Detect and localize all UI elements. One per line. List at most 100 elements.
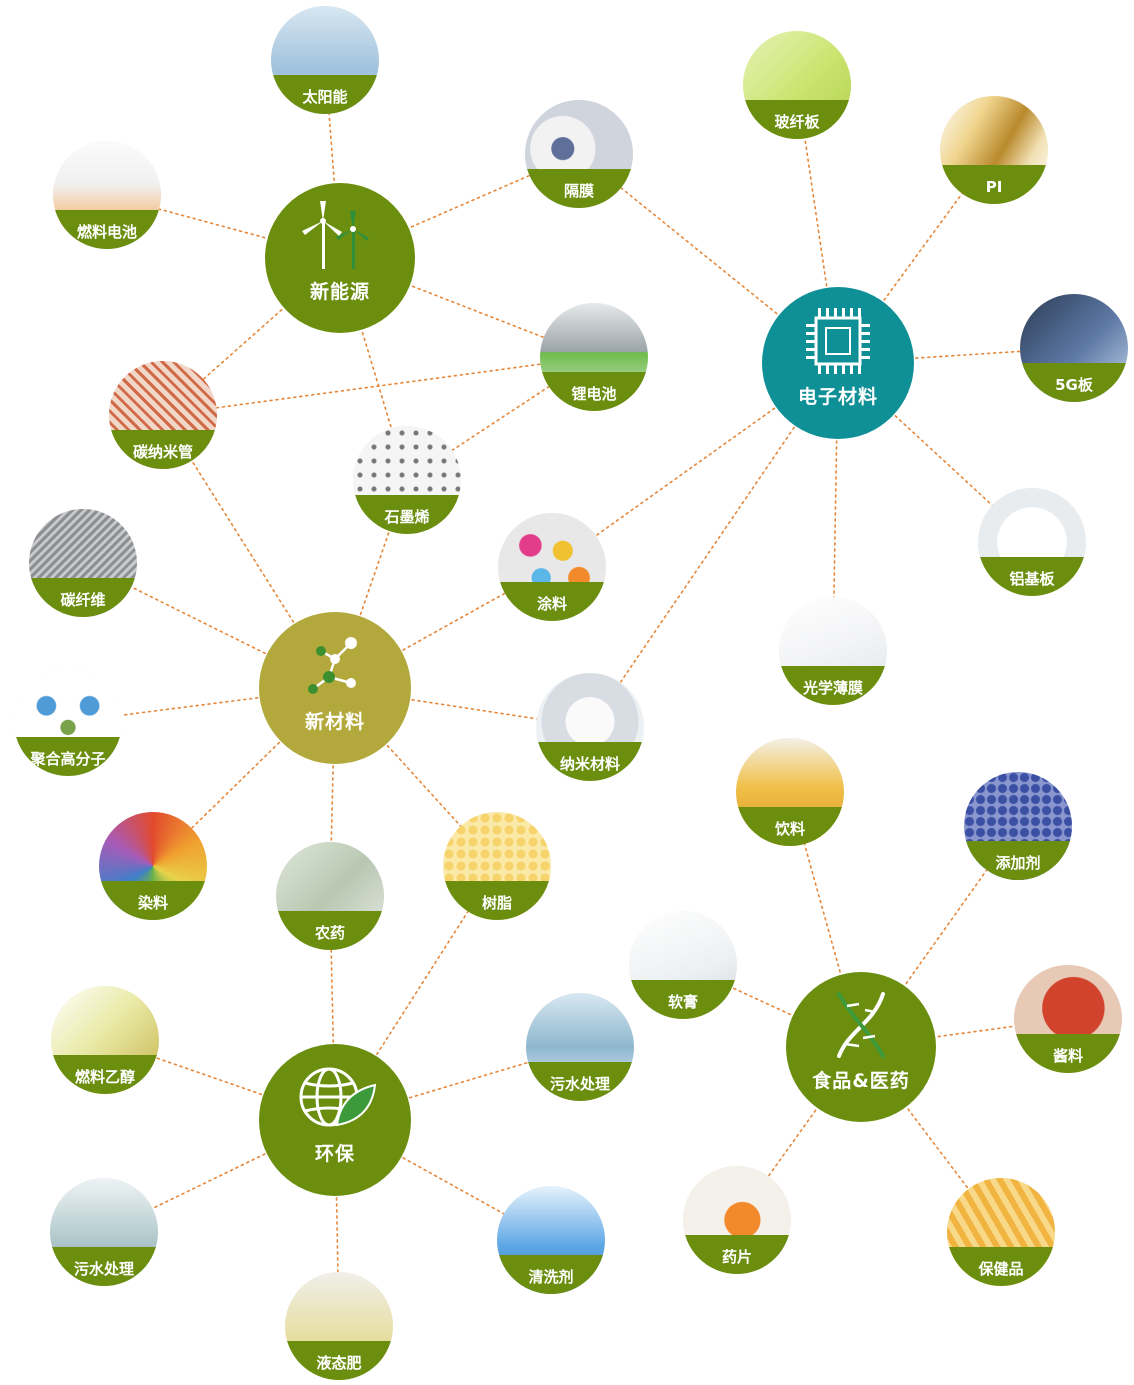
leaf-label: 燃料乙醇 [74, 1068, 135, 1087]
dna-icon [837, 991, 885, 1058]
leaf-label: 涂料 [536, 595, 567, 614]
label-band: 燃料电池 [53, 210, 161, 249]
label-band: 清洗剂 [497, 1255, 605, 1294]
leaf-label: 污水处理 [73, 1260, 134, 1279]
leaf-liquid-fertilizer[interactable]: 液态肥 [285, 1272, 393, 1380]
leaf-label: 锂电池 [571, 385, 617, 404]
hub-new-energy[interactable]: 新能源 [265, 183, 415, 333]
label-band: 玻纤板 [743, 100, 851, 139]
label-band: 铝基板 [978, 557, 1086, 596]
leaf-5g-board[interactable]: 5G板 [1020, 294, 1128, 402]
label-band: 液态肥 [285, 1341, 393, 1380]
label-band: 纳米材料 [536, 742, 644, 781]
chip-icon [806, 307, 870, 374]
leaf-label: 保健品 [978, 1260, 1024, 1279]
leaf-label: 隔膜 [563, 182, 594, 201]
label-band: 保健品 [947, 1247, 1055, 1286]
leaf-label: 农药 [314, 924, 345, 943]
leaf-solar[interactable]: 太阳能 [271, 6, 379, 114]
hub-label: 电子材料 [797, 385, 878, 408]
leaf-label: 铝基板 [1009, 570, 1055, 589]
label-band: 饮料 [736, 807, 844, 846]
leaf-label: 太阳能 [302, 88, 348, 107]
molecule-icon [308, 636, 357, 694]
leaf-label: 碳纳米管 [132, 443, 193, 462]
label-band: PI [940, 165, 1048, 204]
leaf-label: 燃料电池 [76, 223, 137, 242]
leaf-aluminum-board[interactable]: 铝基板 [978, 488, 1086, 596]
leaf-label: 石墨烯 [384, 508, 430, 527]
leaf-label: PI [985, 177, 1003, 196]
leaf-graphene[interactable]: 石墨烯 [353, 426, 461, 534]
leaf-additive[interactable]: 添加剂 [964, 772, 1072, 880]
label-band: 锂电池 [540, 372, 648, 411]
leaf-carbon-nanotube[interactable]: 碳纳米管 [109, 361, 217, 469]
hub-food-medicine[interactable]: 食品&医药 [786, 972, 936, 1122]
connector-carbon-nanotube-lithium-battery [162, 356, 595, 416]
label-band: 石墨烯 [353, 495, 461, 534]
leaf-label: 饮料 [774, 820, 805, 839]
leaf-polymer[interactable]: 聚合高分子 [14, 668, 122, 776]
leaf-label: 酱料 [1052, 1047, 1083, 1066]
leaf-label: 软膏 [667, 993, 698, 1012]
label-band: 污水处理 [526, 1062, 634, 1101]
leaf-beverage[interactable]: 饮料 [736, 738, 844, 846]
leaf-label: 添加剂 [995, 854, 1041, 873]
leaf-nano-material[interactable]: 纳米材料 [536, 673, 644, 781]
label-band: 5G板 [1020, 363, 1128, 402]
leaf-label: 清洗剂 [528, 1268, 574, 1287]
hub-electronic-materials[interactable]: 电子材料 [762, 287, 914, 439]
connector-environmental-fuel-ethanol [104, 1039, 336, 1121]
leaf-label: 药片 [721, 1248, 752, 1267]
label-band: 燃料乙醇 [51, 1055, 159, 1094]
leaf-resin[interactable]: 树脂 [443, 812, 551, 920]
globe-leaf-icon [299, 1067, 377, 1126]
leaf-label: 染料 [137, 894, 168, 913]
leaf-tablet[interactable]: 药片 [683, 1166, 791, 1274]
wind-turbine-icon [302, 200, 369, 269]
leaf-label: 聚合高分子 [30, 750, 106, 769]
leaf-fuel-ethanol[interactable]: 燃料乙醇 [51, 986, 159, 1094]
label-band: 农药 [276, 911, 384, 950]
hub-environmental[interactable]: 环保 [259, 1044, 411, 1196]
leaf-label: 纳米材料 [559, 755, 620, 774]
leaf-label: 光学薄膜 [802, 679, 863, 698]
hub-label: 新材料 [304, 710, 365, 733]
label-band: 太阳能 [271, 75, 379, 114]
label-band: 涂料 [498, 582, 606, 621]
leaf-glass-fiber-board[interactable]: 玻纤板 [743, 31, 851, 139]
label-band: 染料 [99, 881, 207, 920]
label-band: 软膏 [629, 980, 737, 1019]
label-band: 添加剂 [964, 841, 1072, 880]
leaf-pi[interactable]: PI [940, 96, 1048, 204]
connector-electronic-materials-coating [551, 362, 839, 568]
leaf-cleaner[interactable]: 清洗剂 [497, 1186, 605, 1294]
hub-new-materials[interactable]: 新材料 [259, 612, 411, 764]
leaf-label: 碳纤维 [60, 591, 106, 610]
leaf-optical-film[interactable]: 光学薄膜 [779, 597, 887, 705]
leaf-sauce[interactable]: 酱料 [1014, 965, 1122, 1073]
connector-new-energy-fuel-cell [106, 194, 341, 259]
label-band: 酱料 [1014, 1034, 1122, 1073]
leaf-ointment[interactable]: 软膏 [629, 911, 737, 1019]
leaf-lithium-battery[interactable]: 锂电池 [540, 303, 648, 411]
hub-label: 环保 [314, 1142, 355, 1165]
label-band: 碳纳米管 [109, 430, 217, 469]
leaf-health-product[interactable]: 保健品 [947, 1178, 1055, 1286]
label-band: 碳纤维 [29, 578, 137, 617]
label-band: 药片 [683, 1235, 791, 1274]
label-band: 聚合高分子 [14, 737, 122, 776]
leaf-coating[interactable]: 涂料 [498, 513, 606, 621]
leaf-carbon-fiber[interactable]: 碳纤维 [29, 509, 137, 617]
leaf-sewage-treatment-1[interactable]: 污水处理 [526, 993, 634, 1101]
leaf-sewage-treatment-2[interactable]: 污水处理 [50, 1178, 158, 1286]
hub-label: 新能源 [309, 280, 370, 303]
leaf-label: 树脂 [481, 894, 512, 913]
leaf-dye[interactable]: 染料 [99, 812, 207, 920]
leaf-fuel-cell[interactable]: 燃料电池 [53, 141, 161, 249]
label-band: 树脂 [443, 881, 551, 920]
leaf-separator[interactable]: 隔膜 [525, 100, 633, 208]
leaf-pesticide[interactable]: 农药 [276, 842, 384, 950]
label-band: 光学薄膜 [779, 666, 887, 705]
